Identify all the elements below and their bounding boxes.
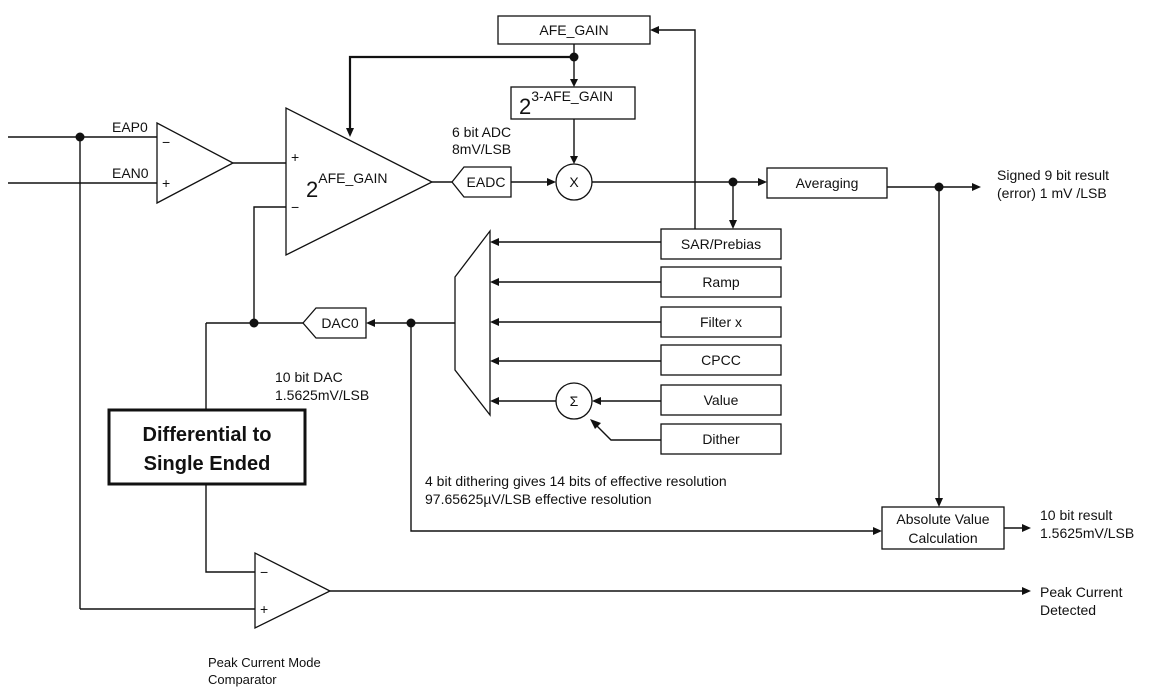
wire-sar-to-afe-gain xyxy=(658,29,696,229)
dac0-block xyxy=(302,307,367,339)
scale-factor-box xyxy=(510,86,636,120)
dither-box xyxy=(660,423,782,455)
averaging-label: Averaging xyxy=(796,175,859,191)
afe-gain-amplifier xyxy=(285,106,434,257)
label-eap0: EAP0 xyxy=(112,119,148,135)
arrow-ramp-mux xyxy=(490,278,499,286)
gain-amp-plus: + xyxy=(291,149,299,165)
arrow-dither-sum xyxy=(590,419,601,429)
dac-spec-line1: 10 bit DAC xyxy=(275,369,343,385)
gain-amp-minus: − xyxy=(291,199,299,215)
averaging-box xyxy=(766,167,888,199)
value-label: Value xyxy=(704,392,739,408)
arrow-peak-output xyxy=(1022,587,1031,595)
wire-dac-to-abs-calc xyxy=(410,323,873,532)
arrow-dac-abs xyxy=(873,527,882,535)
arrow-to-gain-amp xyxy=(346,128,354,137)
result10-line1: 10 bit result xyxy=(1040,507,1112,523)
comparator-minus: − xyxy=(260,564,268,580)
arrow-to-afe-gain xyxy=(650,26,659,34)
label-ean0: EAN0 xyxy=(112,165,149,181)
peak-detected-line2: Detected xyxy=(1040,602,1096,618)
diff-to-single-line1: Differential to xyxy=(143,424,272,446)
cpcc-label: CPCC xyxy=(701,352,741,368)
sar-prebias-label: SAR/Prebias xyxy=(681,236,761,252)
ramp-label: Ramp xyxy=(702,274,740,290)
input-amp-minus: − xyxy=(162,134,170,150)
arrow-cpcc-mux xyxy=(490,357,499,365)
dac0-label: DAC0 xyxy=(321,315,359,331)
eadc-label: EADC xyxy=(467,174,506,190)
arrow-to-multiplier xyxy=(547,178,556,186)
arrow-to-abs-calc xyxy=(935,498,943,507)
abs-value-line1: Absolute Value xyxy=(896,511,989,527)
comparator-plus: + xyxy=(260,601,268,617)
peak-detected-line1: Peak Current xyxy=(1040,584,1123,600)
input-amp-plus: + xyxy=(162,175,170,191)
diff-to-single-box xyxy=(107,408,307,486)
wire-diff-to-comparator xyxy=(205,484,255,573)
multiplier-label: X xyxy=(569,174,579,190)
dither-note-line2: 97.65625µV/LSB effective resolution xyxy=(425,491,652,507)
arrow-10bit-output xyxy=(1022,524,1031,532)
result10-line2: 1.5625mV/LSB xyxy=(1040,525,1134,541)
diff-to-single-line2: Single Ended xyxy=(144,453,271,475)
adc-spec-line2: 8mV/LSB xyxy=(452,141,511,157)
arrow-to-dac xyxy=(366,319,375,327)
wire-afe-gain-to-amp xyxy=(348,55,574,128)
wire-dither-to-sum xyxy=(596,425,661,441)
arrow-to-multiplier-top xyxy=(570,156,578,164)
abs-value-line2: Calculation xyxy=(908,530,977,546)
abs-value-box xyxy=(881,506,1005,550)
input-diff-amplifier xyxy=(156,121,235,205)
filter-x-box xyxy=(660,306,782,338)
comparator-caption-line1: Peak Current Mode xyxy=(208,655,321,670)
cpcc-box xyxy=(660,344,782,376)
afe-gain-box-label: AFE_GAIN xyxy=(539,22,608,38)
arrow-value-sum xyxy=(592,397,601,405)
dac-source-mux xyxy=(454,229,491,417)
dither-note-line1: 4 bit dithering gives 14 bits of effecti… xyxy=(425,473,727,489)
arrow-9bit-output xyxy=(972,183,981,191)
arrow-filter-mux xyxy=(490,318,499,326)
arrow-to-averaging xyxy=(758,178,767,186)
value-box xyxy=(660,384,782,416)
comparator-caption-line2: Comparator xyxy=(208,672,277,687)
result9-line1: Signed 9 bit result xyxy=(997,167,1109,183)
sum-label: Σ xyxy=(570,393,579,409)
peak-current-comparator xyxy=(254,551,332,630)
sar-prebias-box xyxy=(660,228,782,260)
result9-line2: (error) 1 mV /LSB xyxy=(997,185,1107,201)
adc-spec-line1: 6 bit ADC xyxy=(452,124,511,140)
scale-factor-label: 23-AFE_GAIN xyxy=(519,88,613,119)
arrow-sar-mux xyxy=(490,238,499,246)
arrow-sum-mux xyxy=(490,397,499,405)
dac-spec-line2: 1.5625mV/LSB xyxy=(275,387,369,403)
arrow-to-sar xyxy=(729,220,737,229)
wire-dac-to-gain-minus xyxy=(253,206,286,323)
gain-amp-label: 2AFE_GAIN xyxy=(306,170,388,202)
arrow-to-scale-box xyxy=(570,79,578,87)
filter-x-label: Filter x xyxy=(700,314,742,330)
dither-label: Dither xyxy=(702,431,740,447)
